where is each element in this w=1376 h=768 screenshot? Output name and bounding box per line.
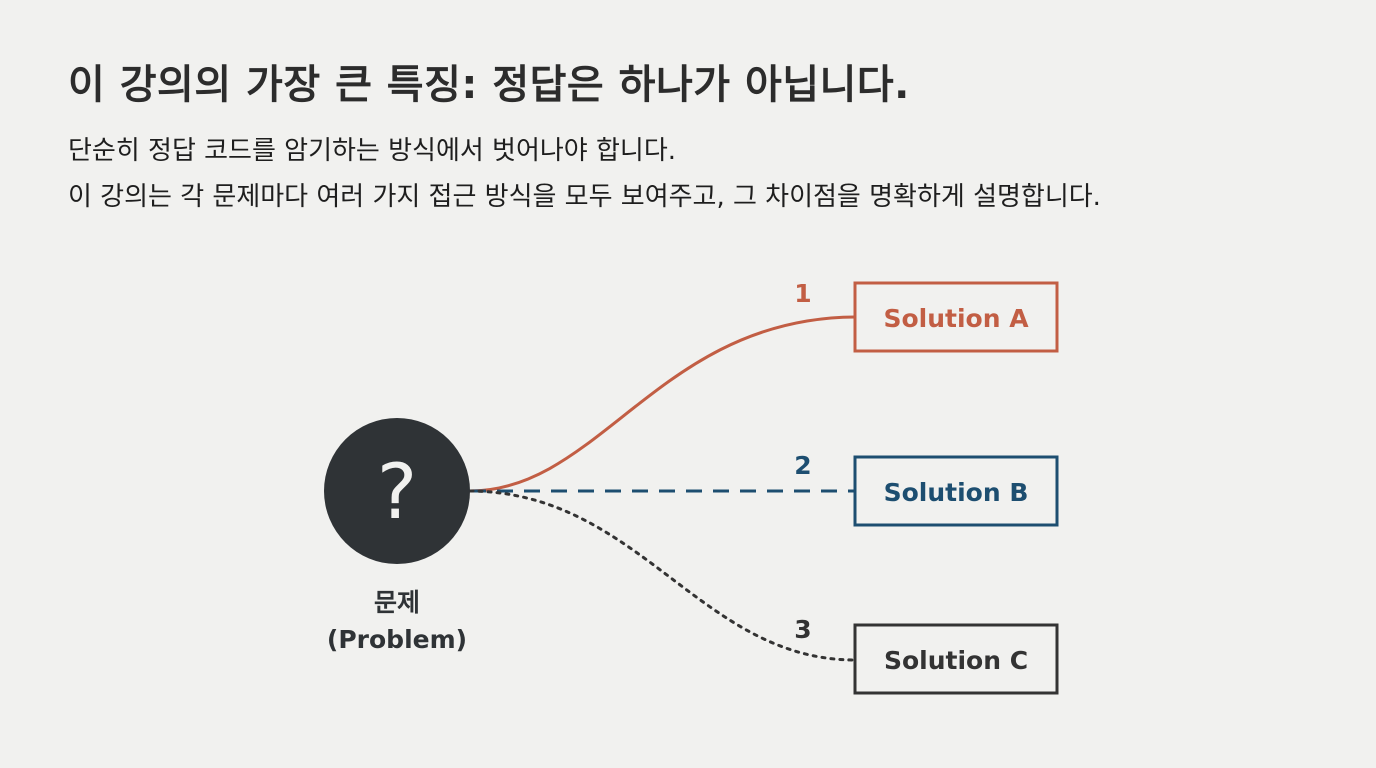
solution-b-box [853, 455, 1059, 527]
problem-node: ? 문제 (Problem) [324, 418, 470, 654]
body-line-2: 이 강의는 각 문제마다 여러 가지 접근 방식을 모두 보여주고, 그 차이점… [68, 182, 1101, 212]
question-mark-icon: ? [377, 447, 417, 536]
solution-c-box [853, 623, 1059, 695]
slide-title: 이 강의의 가장 큰 특징: 정답은 하나가 아닙니다. [68, 62, 910, 108]
solution-c-node: 3 Solution C [794, 615, 1059, 695]
solution-a-label: Solution A [883, 304, 1029, 333]
body-line-1: 단순히 정답 코드를 암기하는 방식에서 벗어나야 합니다. [68, 136, 677, 166]
problem-label-korean: 문제 [374, 588, 420, 617]
path-number-1: 1 [794, 279, 811, 308]
solution-a-box [853, 281, 1059, 353]
slide-body: 단순히 정답 코드를 암기하는 방식에서 벗어나야 합니다. 이 강의는 각 문… [68, 128, 1101, 220]
solution-b-node: 2 Solution B [794, 451, 1059, 527]
solution-c-label: Solution C [884, 646, 1028, 675]
solution-b-label: Solution B [884, 478, 1029, 507]
connector-solution-a [469, 315, 856, 493]
problem-label-english: (Problem) [327, 625, 467, 654]
connector-solution-c [468, 489, 857, 662]
path-number-3: 3 [794, 615, 811, 644]
problem-circle [324, 418, 470, 564]
solution-a-node: 1 Solution A [794, 279, 1059, 353]
path-number-2: 2 [794, 451, 811, 480]
